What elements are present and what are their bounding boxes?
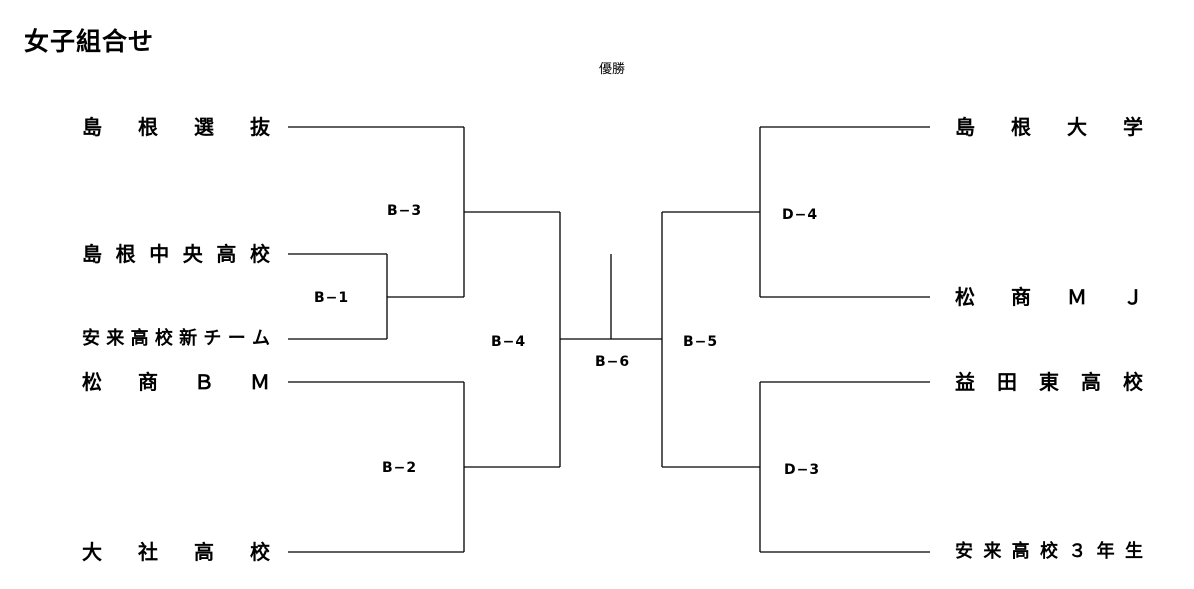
team-name-char: 年 bbox=[1096, 541, 1115, 562]
team-name-char: 根 bbox=[138, 115, 158, 139]
team-name-char: 商 bbox=[1011, 285, 1031, 309]
team-name-char: 益 bbox=[955, 370, 975, 394]
team-name-char: 校 bbox=[249, 242, 270, 266]
team-name-char: 大 bbox=[82, 540, 102, 564]
team-name-char: 田 bbox=[997, 370, 1017, 394]
team-left-2: 島根中央高校 bbox=[82, 241, 270, 267]
team-name-char: 安 bbox=[955, 541, 973, 562]
team-name-char: 高 bbox=[216, 242, 237, 266]
team-name-char: ３ bbox=[1068, 541, 1087, 562]
team-name-char: Ｊ bbox=[1123, 285, 1143, 309]
team-name-char: 抜 bbox=[250, 115, 270, 139]
match-label-b3: B−3 bbox=[387, 203, 423, 219]
team-right-1: 島根大学 bbox=[955, 114, 1143, 140]
team-name-char: 来 bbox=[983, 541, 1002, 562]
team-name-char: 中 bbox=[149, 242, 170, 266]
team-name-char: Ｂ bbox=[194, 370, 214, 394]
team-left-5: 大社高校 bbox=[82, 539, 270, 565]
team-name-char: 選 bbox=[194, 115, 214, 139]
team-name-char: 校 bbox=[1123, 370, 1143, 394]
team-name-char: 商 bbox=[138, 370, 158, 394]
page-title: 女子組合せ bbox=[24, 27, 155, 56]
team-name-char: 生 bbox=[1124, 541, 1143, 562]
team-name-char: 根 bbox=[1011, 115, 1031, 139]
champion-label: 優勝 bbox=[598, 62, 625, 77]
team-name-char: 来 bbox=[106, 328, 125, 349]
match-label-b5: B−5 bbox=[683, 334, 719, 350]
team-name-char: 高 bbox=[1011, 541, 1030, 562]
team-right-3: 益田東高校 bbox=[955, 369, 1143, 395]
team-name-char: 高 bbox=[1081, 370, 1101, 394]
team-name-char: 高 bbox=[130, 328, 149, 349]
team-name-char: 島 bbox=[955, 115, 975, 139]
team-name-char: 校 bbox=[250, 540, 270, 564]
team-name-char: 校 bbox=[154, 328, 173, 349]
team-left-3: 安来高校新チーム bbox=[82, 326, 270, 352]
team-name-char: 学 bbox=[1123, 115, 1143, 139]
team-name-char: 島 bbox=[82, 242, 102, 266]
team-name-char: 新 bbox=[179, 328, 198, 349]
team-name-char: チ bbox=[203, 328, 222, 349]
team-name-char: Ｍ bbox=[250, 370, 270, 394]
team-name-char: 松 bbox=[82, 370, 102, 394]
match-label-b1: B−1 bbox=[314, 290, 350, 306]
team-name-char: 大 bbox=[1067, 115, 1087, 139]
match-label-b6: B−6 bbox=[595, 354, 631, 370]
team-name-char: 東 bbox=[1039, 370, 1059, 394]
team-name-char: 安 bbox=[82, 328, 100, 349]
match-label-b2: B−2 bbox=[382, 460, 418, 476]
team-name-char: 社 bbox=[138, 540, 158, 564]
team-left-1: 島根選抜 bbox=[82, 114, 270, 140]
team-name-char: 央 bbox=[182, 242, 203, 266]
match-label-d4: D−4 bbox=[782, 207, 819, 223]
team-name-char: 根 bbox=[115, 242, 136, 266]
match-label-b4: B−4 bbox=[491, 334, 527, 350]
team-name-char: ー bbox=[227, 328, 246, 349]
team-name-char: ム bbox=[251, 328, 270, 349]
match-label-d3: D−3 bbox=[784, 462, 821, 478]
team-name-char: 島 bbox=[82, 115, 102, 139]
team-name-char: 校 bbox=[1039, 541, 1058, 562]
team-name-char: Ｍ bbox=[1067, 285, 1087, 309]
team-name-char: 高 bbox=[194, 540, 214, 564]
team-name-char: 松 bbox=[955, 285, 975, 309]
